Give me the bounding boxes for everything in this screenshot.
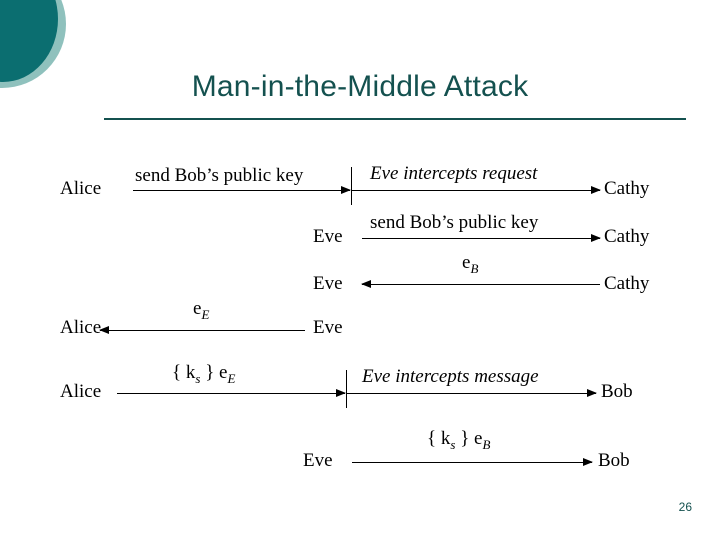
row3-arrow-label: eB bbox=[462, 252, 478, 277]
row5-arrow1-label-sub-end: E bbox=[227, 370, 236, 386]
row1-arrow2-label: Eve intercepts request bbox=[370, 163, 538, 184]
row6-arrow-label: { ks } eB bbox=[427, 428, 490, 453]
row1-arrow1 bbox=[133, 185, 351, 194]
row5-arrow2 bbox=[347, 388, 597, 397]
row6-arrow-label-main: { k bbox=[427, 428, 451, 449]
row3-left-label: Eve bbox=[313, 273, 343, 294]
row4-arrow-label: eE bbox=[193, 298, 209, 323]
row3-arrow bbox=[361, 279, 600, 288]
row4-left-label: Alice bbox=[60, 317, 102, 338]
row6-arrow-label-sub: s bbox=[450, 436, 456, 452]
row6-arrow bbox=[352, 457, 593, 466]
row1-right-label: Cathy bbox=[604, 178, 650, 199]
row5-right-label: Bob bbox=[601, 381, 633, 402]
row2-arrow-label: send Bob’s public key bbox=[370, 212, 539, 233]
row5-arrow2-label: Eve intercepts message bbox=[362, 366, 539, 387]
row2-left-label: Eve bbox=[313, 226, 343, 247]
row6-arrow-label-end: } e bbox=[455, 428, 483, 449]
row5-left-label: Alice bbox=[60, 381, 102, 402]
row4-arrow-label-main: e bbox=[193, 298, 202, 319]
row5-arrow1 bbox=[117, 388, 346, 397]
row4-arrow-label-sub: E bbox=[201, 306, 210, 322]
title-divider bbox=[104, 118, 686, 120]
row3-right-label: Cathy bbox=[604, 273, 650, 294]
page-title: Man-in-the-Middle Attack bbox=[191, 70, 529, 103]
row1-arrow1-label: send Bob’s public key bbox=[135, 165, 304, 186]
row6-arrow-label-sub-end: B bbox=[482, 436, 491, 452]
row5-arrow1-label-sub: s bbox=[195, 370, 201, 386]
row5-intercept-bar bbox=[346, 370, 347, 408]
row5-arrow1-label-main: { k bbox=[172, 362, 196, 383]
row4-arrow bbox=[99, 325, 305, 334]
row1-left-label: Alice bbox=[60, 178, 102, 199]
page-number: 26 bbox=[678, 500, 692, 514]
row4-right-label: Eve bbox=[313, 317, 343, 338]
row5-arrow1-label: { ks } eE bbox=[172, 362, 235, 387]
row6-left-label: Eve bbox=[303, 450, 333, 471]
row3-arrow-label-sub: B bbox=[470, 260, 479, 276]
row1-arrow2 bbox=[352, 185, 601, 194]
row2-arrow bbox=[362, 233, 601, 242]
row2-right-label: Cathy bbox=[604, 226, 650, 247]
row1-intercept-bar bbox=[351, 167, 352, 205]
row6-right-label: Bob bbox=[598, 450, 630, 471]
row5-arrow1-label-end: } e bbox=[200, 362, 228, 383]
row3-arrow-label-main: e bbox=[462, 252, 471, 273]
